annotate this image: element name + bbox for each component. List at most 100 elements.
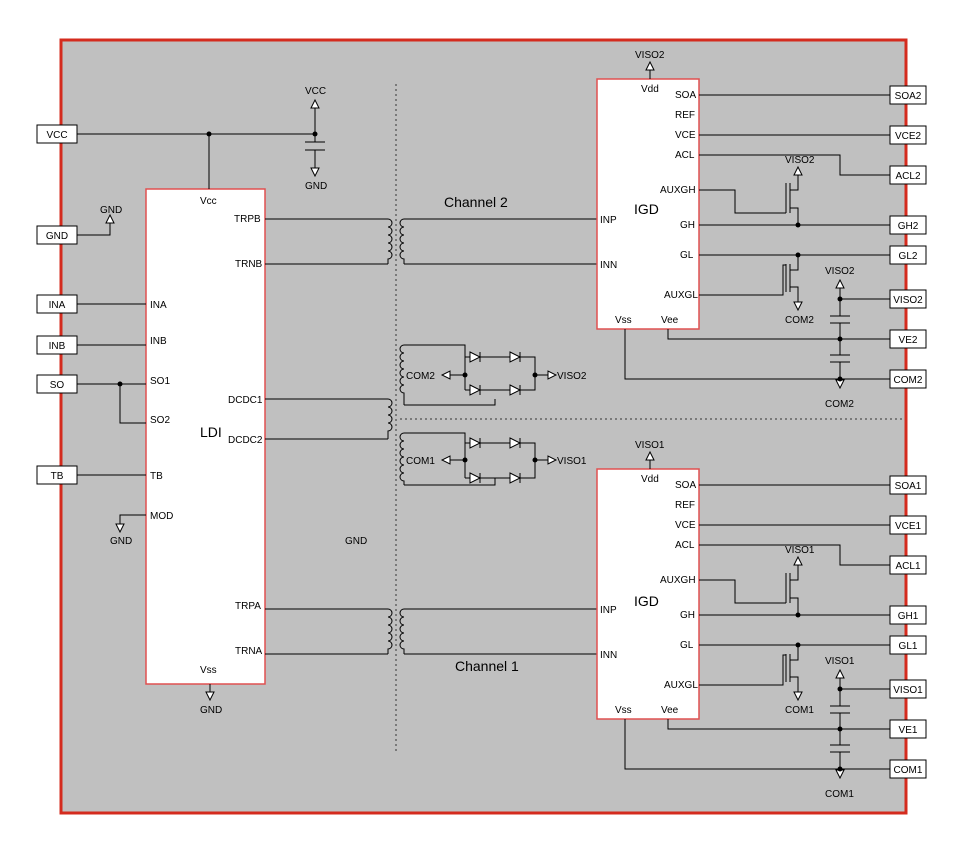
left-wiring bbox=[77, 108, 325, 692]
bridge1-viso-label: VISO1 bbox=[557, 456, 587, 467]
svg-text:IGD: IGD bbox=[634, 201, 659, 217]
pin-gl1-label: GL1 bbox=[899, 641, 918, 652]
ldi-pin-trpa: TRPA bbox=[235, 601, 261, 612]
rectifier-bridge-com2: COM2 VISO2 bbox=[404, 344, 587, 406]
pin-vcc-label: VCC bbox=[46, 130, 67, 141]
svg-text:VISO2: VISO2 bbox=[635, 50, 665, 61]
pin-viso2-label: VISO2 bbox=[893, 295, 923, 306]
svg-text:VISO1: VISO1 bbox=[825, 656, 855, 667]
svg-text:COM2: COM2 bbox=[825, 399, 854, 410]
igd-chip-channel1: IGD Vdd SOA REF VCE ACL AUXGH GH INP INN… bbox=[596, 468, 700, 720]
svg-text:INN: INN bbox=[600, 260, 617, 271]
svg-text:COM1: COM1 bbox=[825, 789, 854, 800]
pin-com1-label: COM1 bbox=[894, 765, 923, 776]
right-wiring-channel1 bbox=[624, 460, 890, 770]
svg-text:VISO1: VISO1 bbox=[635, 440, 665, 451]
svg-text:Vdd: Vdd bbox=[641, 474, 659, 485]
right-symbols-channel2: VISO2 VISO2 COM2 VISO2 COM2 bbox=[635, 50, 855, 410]
svg-text:Vss: Vss bbox=[615, 705, 632, 716]
pin-ve1-label: VE1 bbox=[899, 725, 918, 736]
ldi-pin-trpb: TRPB bbox=[234, 214, 261, 225]
ldi-pin-dcdc2: DCDC2 bbox=[228, 435, 263, 446]
svg-text:GND: GND bbox=[110, 536, 132, 547]
svg-text:ACL: ACL bbox=[675, 540, 695, 551]
gnd-symbol-mod: GND bbox=[110, 523, 132, 547]
gnd-label-center: GND bbox=[345, 536, 367, 547]
left-connectors: VCC GND INA INB SO TB bbox=[36, 124, 78, 485]
svg-text:VCE: VCE bbox=[675, 130, 696, 141]
ldi-pin-vcc: Vcc bbox=[200, 196, 217, 207]
svg-text:SOA: SOA bbox=[675, 480, 696, 491]
svg-text:REF: REF bbox=[675, 500, 695, 511]
svg-text:VISO2: VISO2 bbox=[785, 155, 815, 166]
svg-text:IGD: IGD bbox=[634, 593, 659, 609]
pin-gl2-label: GL2 bbox=[899, 251, 918, 262]
pin-gh2-label: GH2 bbox=[898, 221, 919, 232]
svg-text:GND: GND bbox=[305, 181, 327, 192]
svg-text:Vss: Vss bbox=[615, 315, 632, 326]
svg-text:AUXGH: AUXGH bbox=[660, 575, 696, 586]
pin-inb-label: INB bbox=[49, 341, 66, 352]
svg-text:VISO1: VISO1 bbox=[785, 545, 815, 556]
pin-gnd-label: GND bbox=[46, 231, 68, 242]
channel1-label: Channel 1 bbox=[455, 658, 519, 674]
svg-text:GND: GND bbox=[100, 205, 122, 216]
ldi-chip: LDI Vcc TRPB TRNB INA INB SO1 SO2 DCDC1 … bbox=[145, 188, 266, 685]
svg-text:GH: GH bbox=[680, 220, 695, 231]
igd-chip-channel2: IGD Vdd SOA REF VCE ACL AUXGH GH INP INN… bbox=[596, 78, 700, 330]
right-wiring-channel2 bbox=[624, 70, 890, 380]
ldi-pin-so2: SO2 bbox=[150, 415, 170, 426]
svg-text:INP: INP bbox=[600, 605, 617, 616]
svg-text:VCC: VCC bbox=[305, 86, 326, 97]
right-symbols-channel1: VISO1 VISO1 COM1 VISO1 COM1 bbox=[635, 440, 855, 800]
pin-ina-label: INA bbox=[49, 300, 66, 311]
transformer-channel1 bbox=[265, 608, 597, 655]
svg-text:GL: GL bbox=[680, 640, 694, 651]
bridge1-com-label: COM1 bbox=[406, 456, 435, 467]
ldi-pin-vss: Vss bbox=[200, 665, 217, 676]
pin-vce1-label: VCE1 bbox=[895, 521, 922, 532]
pin-tb-label: TB bbox=[51, 471, 64, 482]
ldi-pin-so1: SO1 bbox=[150, 376, 170, 387]
channel2-label: Channel 2 bbox=[444, 194, 508, 210]
pin-soa1-label: SOA1 bbox=[895, 481, 922, 492]
svg-text:AUXGH: AUXGH bbox=[660, 185, 696, 196]
bridge2-com-label: COM2 bbox=[406, 371, 435, 382]
svg-text:SOA: SOA bbox=[675, 90, 696, 101]
svg-text:COM1: COM1 bbox=[785, 705, 814, 716]
svg-text:VCE: VCE bbox=[675, 520, 696, 531]
transformer-channel2 bbox=[265, 218, 597, 265]
svg-text:ACL: ACL bbox=[675, 150, 695, 161]
pin-soa2-label: SOA2 bbox=[895, 91, 922, 102]
vcc-symbol: VCC bbox=[305, 86, 326, 109]
bridge2-viso-label: VISO2 bbox=[557, 371, 587, 382]
rectifier-bridge-com1: COM1 VISO1 bbox=[404, 432, 587, 486]
svg-text:REF: REF bbox=[675, 110, 695, 121]
ldi-name: LDI bbox=[200, 424, 222, 440]
ldi-pin-tb: TB bbox=[150, 471, 163, 482]
ldi-pin-trnb: TRNB bbox=[235, 259, 263, 270]
right-connectors: SOA2 VCE2 ACL2 GH2 GL2 VISO2 VE2 COM2 SO… bbox=[889, 85, 927, 779]
pin-ve2-label: VE2 bbox=[899, 335, 918, 346]
svg-text:AUXGL: AUXGL bbox=[664, 290, 698, 301]
pin-vce2-label: VCE2 bbox=[895, 131, 922, 142]
pin-acl1-label: ACL1 bbox=[895, 561, 920, 572]
svg-text:COM2: COM2 bbox=[785, 315, 814, 326]
gnd-symbol-pin: GND bbox=[100, 205, 122, 224]
pin-viso1-label: VISO1 bbox=[893, 685, 923, 696]
svg-text:Vee: Vee bbox=[661, 315, 679, 326]
svg-text:INP: INP bbox=[600, 215, 617, 226]
svg-text:GL: GL bbox=[680, 250, 694, 261]
ldi-pin-inb: INB bbox=[150, 336, 167, 347]
ldi-pin-dcdc1: DCDC1 bbox=[228, 395, 263, 406]
svg-text:Vdd: Vdd bbox=[641, 84, 659, 95]
svg-text:Vee: Vee bbox=[661, 705, 679, 716]
pin-com2-label: COM2 bbox=[894, 375, 923, 386]
svg-text:AUXGL: AUXGL bbox=[664, 680, 698, 691]
pin-gh1-label: GH1 bbox=[898, 611, 919, 622]
pin-so-label: SO bbox=[50, 380, 65, 391]
svg-text:VISO2: VISO2 bbox=[825, 266, 855, 277]
ldi-pin-ina: INA bbox=[150, 300, 167, 311]
svg-text:GH: GH bbox=[680, 610, 695, 621]
